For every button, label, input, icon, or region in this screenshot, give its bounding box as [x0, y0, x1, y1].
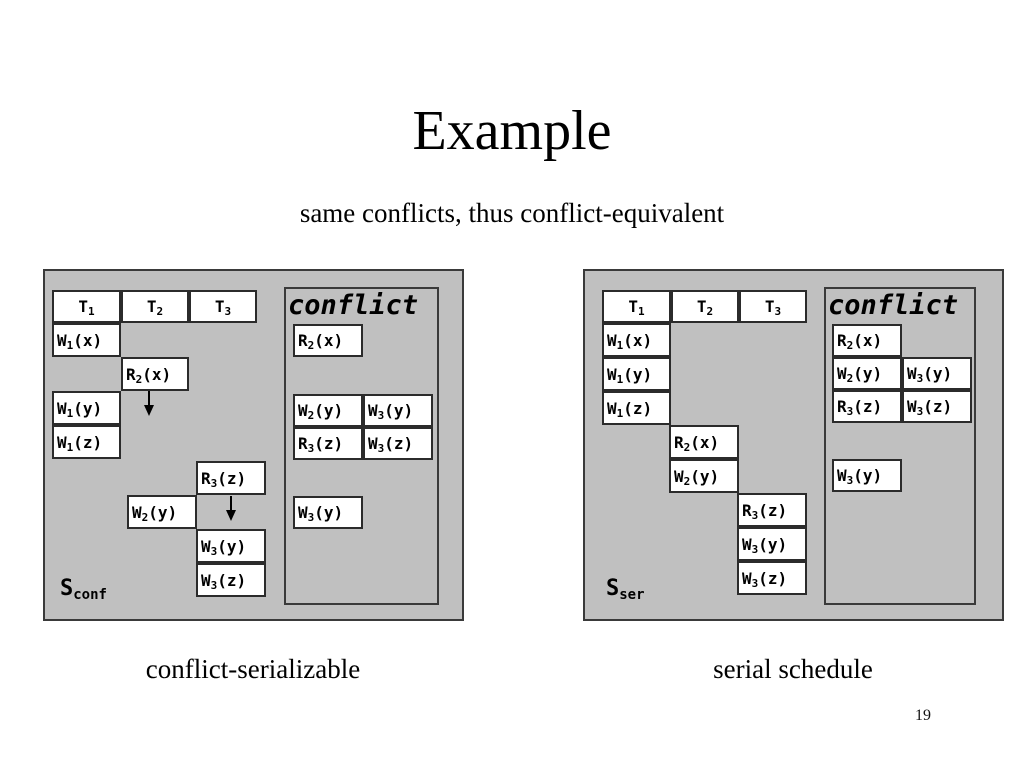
- left-op-w1x: W1(x): [52, 323, 121, 357]
- left-op-w3y: W3(y): [196, 529, 266, 563]
- right-conflict-w3z: W3(z): [902, 390, 972, 423]
- left-schedule-label: Sconf: [60, 576, 107, 603]
- left-schedule-label-text: S: [60, 576, 74, 601]
- left-conflict-w3y-2: W3(y): [293, 496, 363, 529]
- left-caption: conflict-serializable: [145, 654, 361, 684]
- left-conflict-w3z: W3(z): [363, 427, 433, 460]
- left-column-header-t1: T1: [52, 290, 121, 323]
- arrow-r2x-down-icon: [144, 391, 154, 416]
- left-op-r3z: R3(z): [196, 461, 266, 495]
- left-op-w1z: W1(z): [52, 425, 121, 459]
- right-schedule-label-text: S: [606, 576, 620, 601]
- right-column-header-t1: T1: [602, 290, 671, 323]
- right-op-w2y: W2(y): [669, 459, 739, 493]
- left-schedule-label-sub: conf: [73, 587, 107, 603]
- left-op-w3z: W3(z): [196, 563, 266, 597]
- left-conflict-r3z: R3(z): [293, 427, 363, 460]
- left-conflict-title: conflict: [288, 290, 419, 321]
- left-conflict-w2y: W2(y): [293, 394, 363, 427]
- right-conflict-r3z: R3(z): [832, 390, 902, 423]
- right-caption: serial schedule: [713, 654, 873, 684]
- right-conflict-w2y: W2(y): [832, 357, 902, 390]
- left-op-w2y: W2(y): [127, 495, 197, 529]
- right-column-header-t3: T3: [739, 290, 807, 323]
- right-column-header-t2: T2: [671, 290, 739, 323]
- left-conflict-w3y-1: W3(y): [363, 394, 433, 427]
- right-conflict-w3y-1: W3(y): [902, 357, 972, 390]
- right-op-w1x: W1(x): [602, 323, 671, 357]
- right-op-w3z: W3(z): [737, 561, 807, 595]
- arrow-r3z-down-icon: [226, 496, 236, 521]
- right-conflict-w3y-2: W3(y): [832, 459, 902, 492]
- page-subtitle: same conflicts, thus conflict-equivalent: [299, 198, 725, 228]
- page-number: 19: [915, 707, 931, 724]
- right-schedule-label: Sser: [606, 576, 645, 603]
- right-op-r2x: R2(x): [669, 425, 739, 459]
- left-op-r2x: R2(x): [121, 357, 189, 391]
- page-title: Example: [412, 100, 612, 162]
- right-op-r3z: R3(z): [737, 493, 807, 527]
- left-conflict-r2x: R2(x): [293, 324, 363, 357]
- left-column-header-t3: T3: [189, 290, 257, 323]
- right-conflict-title: conflict: [828, 290, 959, 321]
- right-op-w1y: W1(y): [602, 357, 671, 391]
- right-op-w1z: W1(z): [602, 391, 671, 425]
- left-op-w1y: W1(y): [52, 391, 121, 425]
- right-schedule-label-sub: ser: [619, 587, 645, 603]
- right-conflict-r2x: R2(x): [832, 324, 902, 357]
- right-op-w3y: W3(y): [737, 527, 807, 561]
- left-column-header-t2: T2: [121, 290, 189, 323]
